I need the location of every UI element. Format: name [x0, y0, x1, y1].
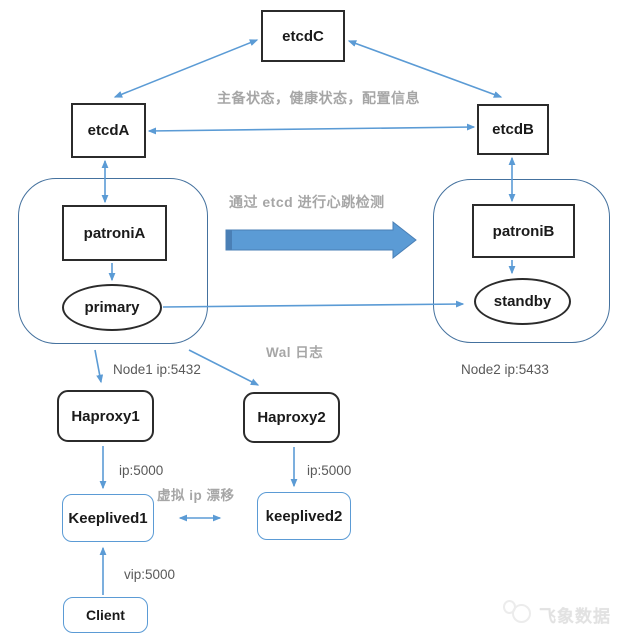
elephant-logo-icon — [503, 600, 533, 628]
arrow-primary-standby — [162, 300, 465, 308]
label-wal: Wal 日志 — [266, 345, 324, 360]
node2-group-container — [433, 179, 610, 343]
big-heartbeat-arrow-bevel — [226, 230, 232, 250]
label-ip5000-left: ip:5000 — [119, 463, 164, 478]
label-etcd-status: 主备状态，健康状态，配置信息 — [217, 90, 420, 106]
node-standby: standby — [474, 278, 571, 325]
node-patroniA: patroniA — [62, 205, 167, 261]
node-etcdB: etcdB — [477, 104, 549, 155]
label-node1-ip: Node1 ip:5432 — [113, 362, 201, 377]
node-haproxy1: Haproxy1 — [57, 390, 154, 442]
node-haproxy2: Haproxy2 — [243, 392, 340, 443]
node-patroniB: patroniB — [472, 204, 575, 258]
label-node2-ip: Node2 ip:5433 — [461, 362, 549, 377]
label-vip-drift: 虚拟 ip 漂移 — [157, 488, 235, 503]
big-heartbeat-arrow — [225, 220, 417, 260]
node-etcdA: etcdA — [71, 103, 146, 158]
node-keeplived1: Keeplived1 — [62, 494, 154, 542]
node-primary: primary — [62, 284, 162, 331]
label-ip5000-right: ip:5000 — [307, 463, 352, 478]
node-etcdC: etcdC — [261, 10, 345, 62]
arrow-etcdA-etcdB — [147, 123, 476, 135]
label-vip5000: vip:5000 — [124, 567, 176, 582]
arrow-group1-haproxy1 — [94, 349, 104, 384]
watermark: 飞象数据 — [503, 600, 611, 628]
node-keeplived2: keeplived2 — [257, 492, 351, 540]
watermark-text: 飞象数据 — [539, 606, 611, 626]
node-client: Client — [63, 597, 148, 633]
label-heartbeat: 通过 etcd 进行心跳检测 — [229, 194, 385, 210]
node1-group-container — [18, 178, 208, 344]
